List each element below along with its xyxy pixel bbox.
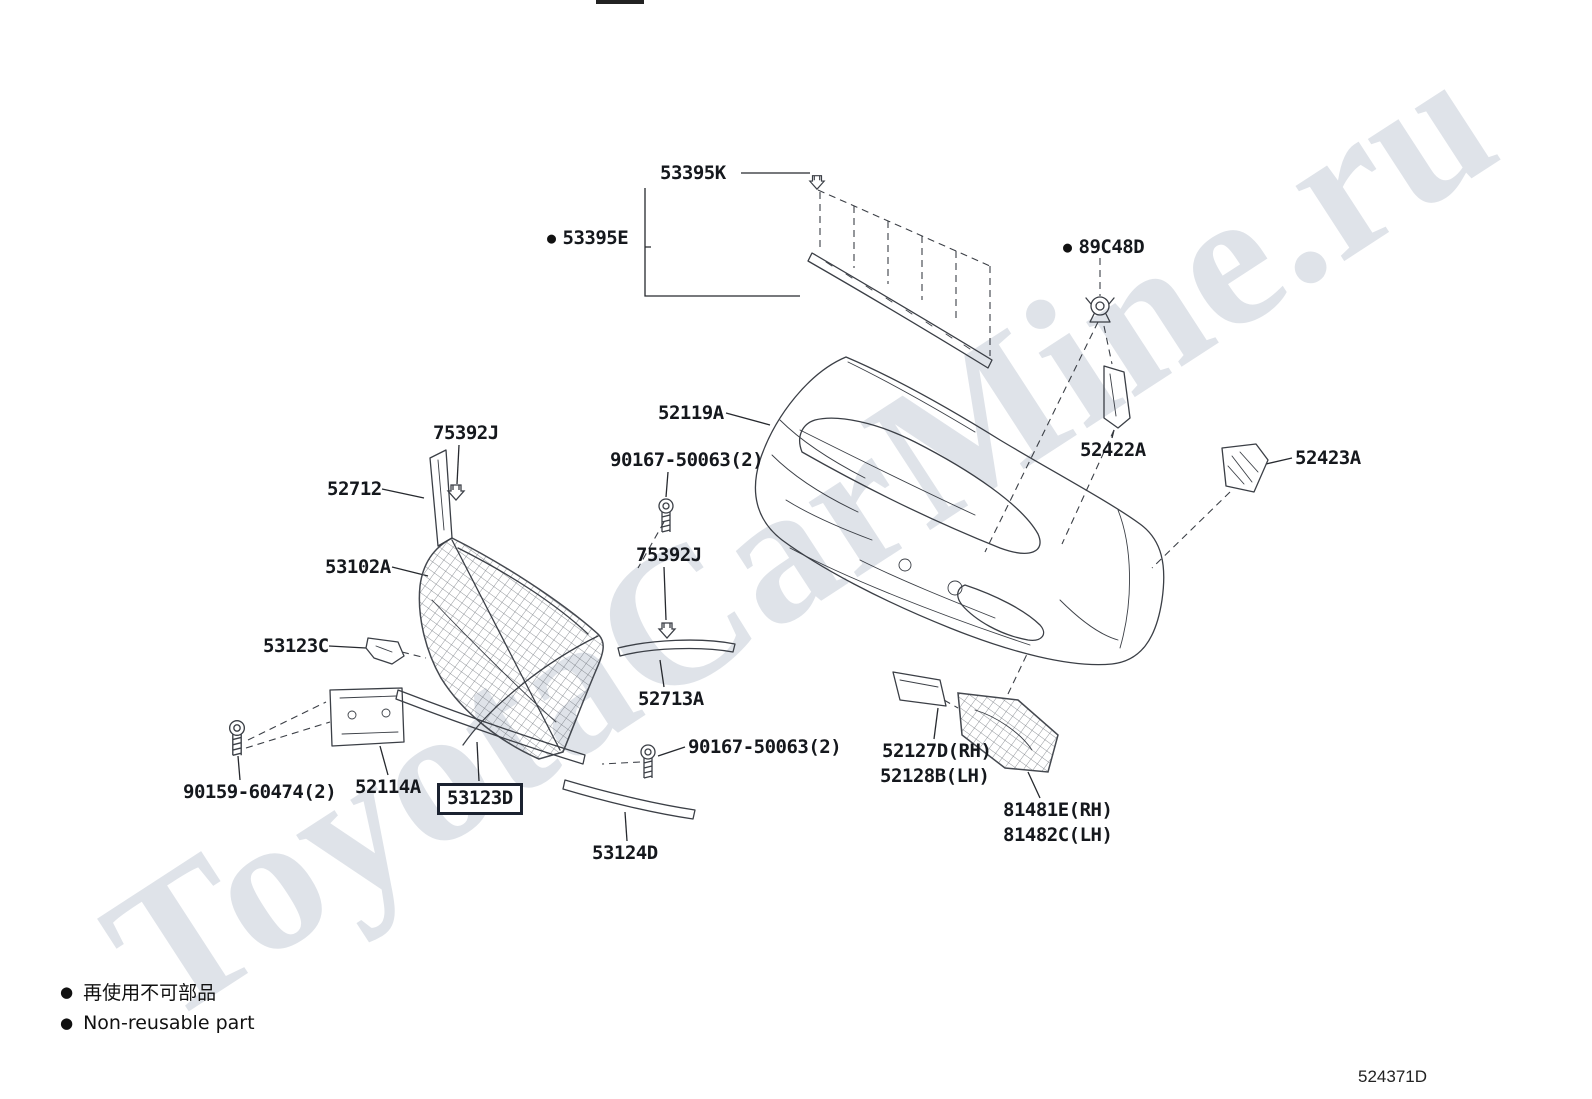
part-label-90167-bottom[interactable]: 90167-50063(2) bbox=[688, 736, 842, 758]
legend-text-en: Non-reusable part bbox=[83, 1012, 255, 1034]
leader-lines bbox=[237, 172, 1293, 842]
fog-bezel-81481E-drawing bbox=[957, 692, 1059, 773]
cover-52127D-drawing bbox=[892, 671, 947, 707]
part-label-53395E: 53395E bbox=[562, 227, 629, 249]
part-label-52128B[interactable]: 52128B(LH) bbox=[880, 765, 990, 787]
bumper-cover-52119A-drawing bbox=[754, 356, 1165, 666]
part-label-52119A[interactable]: 52119A bbox=[658, 402, 724, 424]
part-label-53395K[interactable]: 53395K bbox=[660, 162, 726, 184]
non-reusable-bullet: ● bbox=[60, 1014, 74, 1032]
non-reusable-bullet: ● bbox=[1063, 238, 1072, 257]
page-crop-artifact bbox=[596, 0, 644, 4]
bracket-52422A-drawing bbox=[1103, 365, 1131, 429]
non-reusable-bullet: ● bbox=[60, 982, 74, 1001]
grille-53102A-drawing bbox=[418, 537, 604, 760]
part-label-53102A[interactable]: 53102A bbox=[325, 556, 391, 578]
bracket-52423A-drawing bbox=[1221, 443, 1269, 493]
legend-row-jp: ● 再使用不可部品 bbox=[60, 978, 255, 1005]
construction-lines bbox=[245, 189, 1231, 765]
part-label-53123C[interactable]: 53123C bbox=[263, 635, 329, 657]
part-label-53124D[interactable]: 53124D bbox=[592, 842, 658, 864]
part-label-75392J-mid[interactable]: 75392J bbox=[636, 544, 702, 566]
clip-75392J-mid-drawing bbox=[658, 622, 676, 639]
part-label-89C48D-group[interactable]: ● 89C48D bbox=[1063, 236, 1145, 258]
garnish-52712-drawing bbox=[429, 449, 453, 547]
diagram-id: 524371D bbox=[1358, 1067, 1428, 1086]
part-label-52423A[interactable]: 52423A bbox=[1295, 447, 1361, 469]
part-label-89C48D: 89C48D bbox=[1078, 236, 1145, 258]
legend-text-jp: 再使用不可部品 bbox=[83, 982, 217, 1004]
part-label-52114A[interactable]: 52114A bbox=[355, 776, 421, 798]
part-label-53395E-group[interactable]: ● 53395E bbox=[547, 227, 629, 249]
seal-53395E-drawing bbox=[807, 252, 993, 369]
screw-90167-bottom-drawing bbox=[640, 744, 656, 779]
bracket-52114A-drawing bbox=[329, 687, 405, 747]
part-label-52712[interactable]: 52712 bbox=[327, 478, 382, 500]
part-label-81481E[interactable]: 81481E(RH) bbox=[1003, 799, 1113, 821]
part-label-52713A[interactable]: 52713A bbox=[638, 688, 704, 710]
legend-row-en: ● Non-reusable part bbox=[60, 1012, 255, 1034]
part-label-52127D[interactable]: 52127D(RH) bbox=[882, 740, 992, 762]
sensor-89C48D-drawing bbox=[1085, 296, 1115, 323]
trim-53123D-drawing bbox=[395, 689, 586, 765]
part-label-81482C[interactable]: 81482C(LH) bbox=[1003, 824, 1113, 846]
bolt-90159-drawing bbox=[228, 719, 246, 756]
trim-53124D-drawing bbox=[562, 779, 696, 820]
molding-52713A-drawing bbox=[617, 639, 736, 657]
part-label-75392J-top[interactable]: 75392J bbox=[433, 422, 499, 444]
clip-75392J-top-drawing bbox=[447, 484, 465, 501]
part-label-90167-top[interactable]: 90167-50063(2) bbox=[610, 449, 764, 471]
part-label-53123D-selected[interactable]: 53123D bbox=[437, 783, 523, 815]
legend: ● 再使用不可部品 ● Non-reusable part bbox=[60, 978, 255, 1041]
bracket-53123C-drawing bbox=[365, 637, 405, 665]
non-reusable-bullet: ● bbox=[547, 229, 556, 248]
part-label-52422A[interactable]: 52422A bbox=[1080, 439, 1146, 461]
part-label-90159[interactable]: 90159-60474(2) bbox=[183, 781, 337, 803]
retainer-clip-53395K-drawing bbox=[809, 175, 825, 190]
